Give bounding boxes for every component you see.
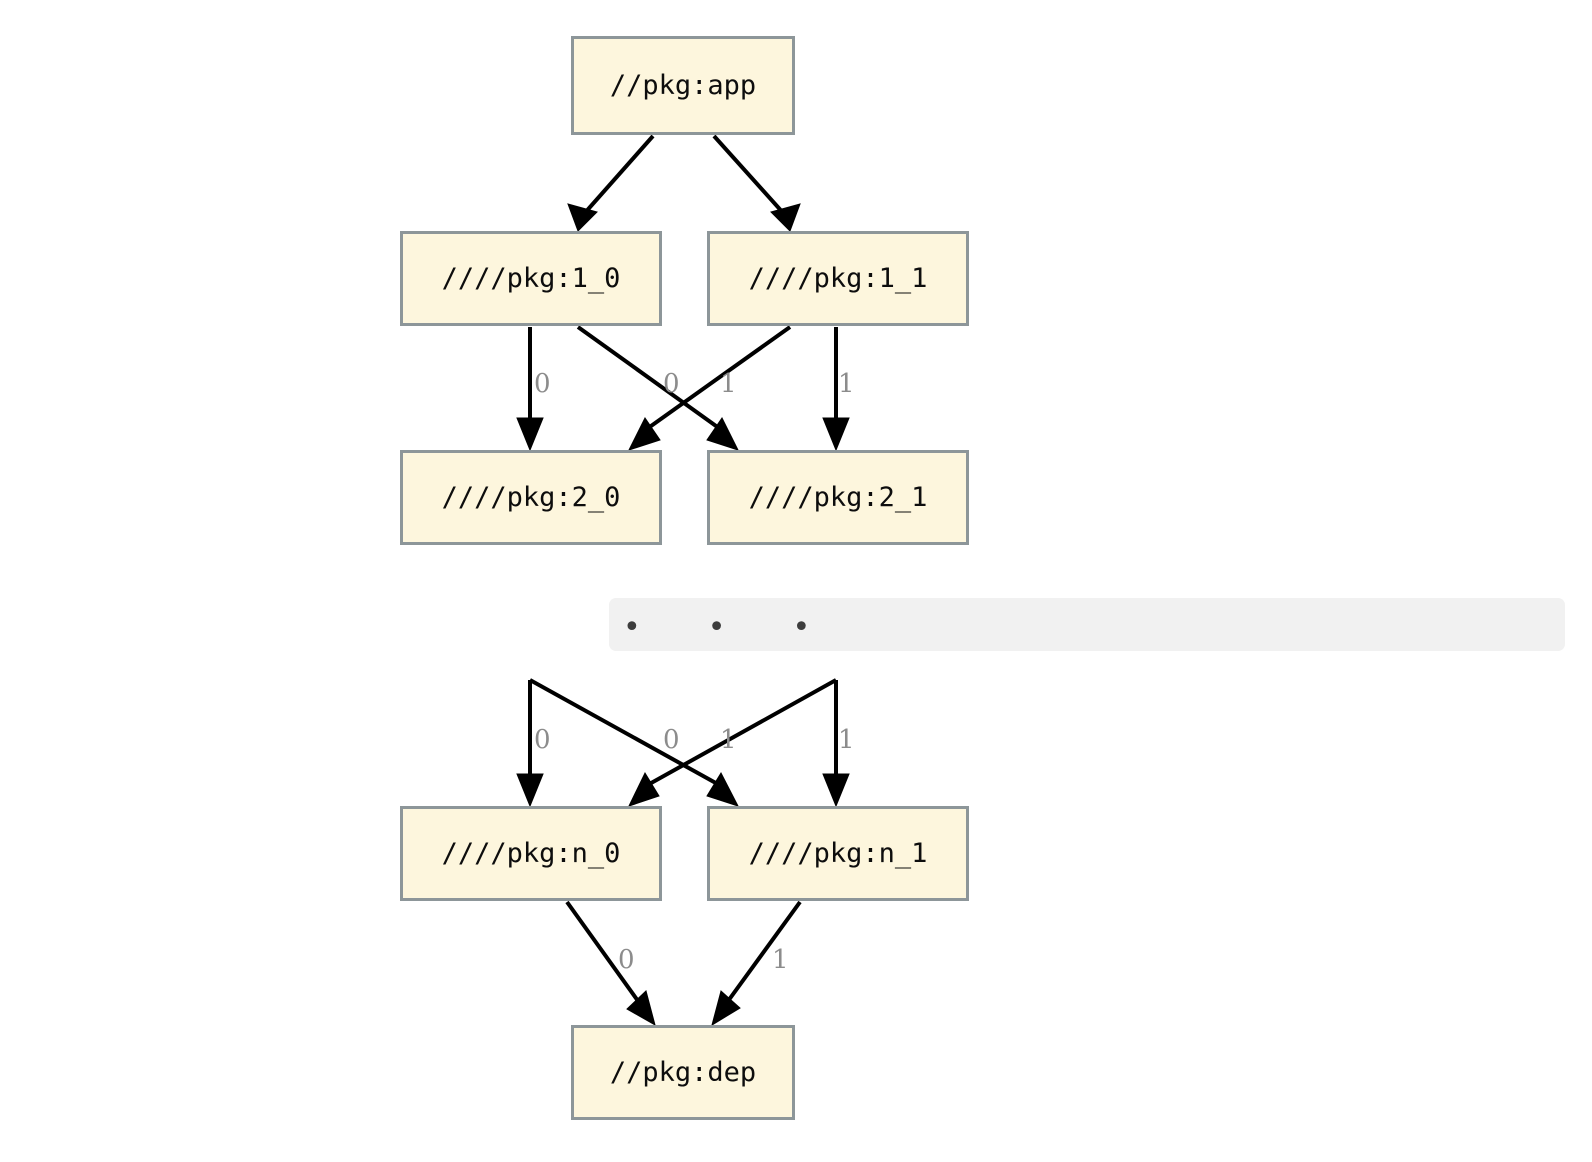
- edge-label-1_1-2_1: 1: [838, 369, 855, 399]
- node-label: //pkg:app: [609, 70, 757, 101]
- edge-label-1_1-2_0: 0: [663, 369, 680, 399]
- edge-n_0-to-dep: [565, 900, 656, 1027]
- node-label: ////pkg:1_1: [748, 263, 928, 294]
- node-pkg-2_1[interactable]: ////pkg:2_1: [707, 450, 969, 545]
- node-pkg-n_0[interactable]: ////pkg:n_0: [400, 806, 662, 901]
- node-label: //pkg:dep: [609, 1057, 757, 1088]
- ellipsis-band: • • •: [609, 598, 1565, 651]
- node-label: ////pkg:1_0: [441, 263, 621, 294]
- node-label: ////pkg:n_1: [748, 838, 928, 869]
- edge-label-dangling-n_0-cross: 0: [663, 725, 680, 755]
- edge-app-to-1_0: [567, 134, 655, 232]
- edge-label-1_0-2_1: 1: [720, 369, 737, 399]
- node-label: ////pkg:2_1: [748, 482, 928, 513]
- node-pkg-dep[interactable]: //pkg:dep: [571, 1025, 795, 1120]
- edge-1_0-to-2_1: [576, 325, 739, 451]
- edge-label-dangling-n_1-cross: 1: [720, 725, 737, 755]
- node-pkg-n_1[interactable]: ////pkg:n_1: [707, 806, 969, 901]
- node-label: ////pkg:n_0: [441, 838, 621, 869]
- node-pkg-1_1[interactable]: ////pkg:1_1: [707, 231, 969, 326]
- edge-label-dangling-n_0-straight: 0: [534, 725, 551, 755]
- edge-1_1-to-2_0: [628, 325, 792, 451]
- edge-dangling-to-n_1-cross: [529, 678, 739, 807]
- edge-label-dangling-n_1-straight: 1: [838, 725, 855, 755]
- edge-label-1_0-2_0: 0: [534, 369, 551, 399]
- edge-label-n_1-dep: 1: [772, 945, 789, 975]
- node-label: ////pkg:2_0: [441, 482, 621, 513]
- node-pkg-1_0[interactable]: ////pkg:1_0: [400, 231, 662, 326]
- node-pkg-app[interactable]: //pkg:app: [571, 36, 795, 135]
- edge-app-to-1_1: [712, 134, 801, 232]
- node-pkg-2_0[interactable]: ////pkg:2_0: [400, 450, 662, 545]
- edge-label-n_0-dep: 0: [618, 945, 635, 975]
- ellipsis-dots: • • •: [623, 610, 827, 645]
